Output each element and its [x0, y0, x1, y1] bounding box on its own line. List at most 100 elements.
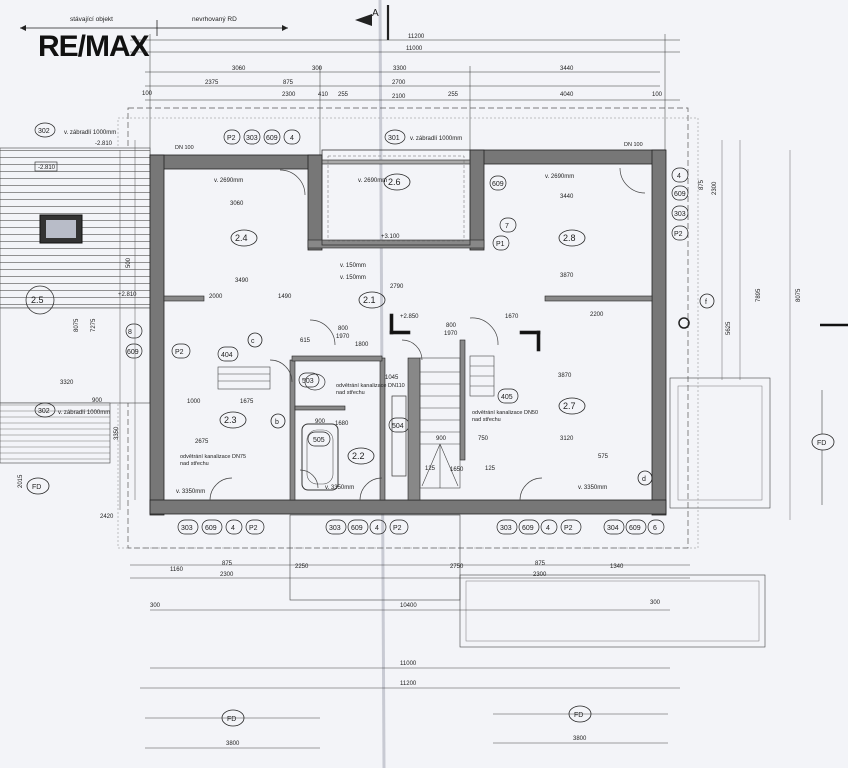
room-tags	[219, 173, 586, 465]
room-2-3-width: 2675	[195, 439, 209, 445]
dim-1670: 1670	[505, 314, 519, 320]
code-4-top: 4	[290, 135, 294, 142]
dim-300: 300	[312, 66, 323, 72]
dim-5625: 5625	[726, 321, 732, 335]
dim-2300-right: 2300	[712, 181, 718, 195]
dim-3800-left: 3800	[226, 741, 240, 747]
bathtub	[301, 423, 339, 491]
dim-11200-bottom: 11200	[400, 681, 417, 687]
dim-575: 575	[598, 454, 609, 460]
dim-100-left: 100	[142, 91, 153, 97]
room-2-3-height: v. 3350mm	[176, 489, 205, 495]
code-504: 504	[392, 423, 404, 430]
fd-bottom-left: FD	[227, 716, 236, 723]
bottom-304: 304	[607, 525, 619, 532]
bottom-p2-a: P2	[249, 525, 258, 532]
skylight-glass	[46, 220, 76, 238]
dim-3300: 3300	[393, 66, 407, 72]
dim-410: 410	[318, 92, 329, 98]
code-303-top: 303	[246, 135, 258, 142]
dim-top-11200: 11200	[408, 34, 425, 40]
room-2-3: 2.3	[224, 415, 237, 425]
code-609-left: 609	[127, 349, 139, 356]
room-2-4: 2.4	[235, 233, 248, 243]
dim-125-a: 125	[425, 466, 436, 472]
dim-10400: 10400	[400, 603, 417, 609]
code-p2-top: P2	[227, 135, 236, 142]
code-609-inner: 609	[492, 181, 504, 188]
marker-d: d	[642, 476, 646, 483]
level-box-left	[34, 161, 58, 172]
dim-8075-right: 8075	[796, 288, 802, 302]
bottom-303-a: 303	[181, 525, 193, 532]
dim-2700: 2700	[392, 80, 406, 86]
dim-2750: 2750	[450, 564, 464, 570]
top-dimension-lines	[130, 34, 680, 160]
room-2-5-label: 2.5	[31, 295, 44, 305]
dim-1970-a: 1970	[336, 334, 350, 340]
dim-3440: 3440	[560, 66, 574, 72]
code-609-right: 609	[674, 191, 686, 198]
dim-2300: 2300	[282, 92, 296, 98]
bottom-dimension-lines	[130, 564, 690, 749]
code-7: 7	[505, 223, 509, 230]
fd-left: FD	[32, 484, 41, 491]
dim-8075-left: 8075	[74, 318, 80, 332]
dim-1490: 1490	[278, 294, 292, 300]
bottom-4-b: 4	[375, 525, 379, 532]
dim-1000: 1000	[187, 399, 201, 405]
dim-2375: 2375	[205, 80, 219, 86]
fd-markers	[26, 433, 835, 727]
fd-bottom-right: FD	[574, 712, 583, 719]
dim-815: 615	[300, 338, 311, 344]
dim-3350-left: 3350	[114, 426, 120, 440]
dim-2300-bottom-b: 2300	[533, 572, 547, 578]
room-2-8: 2.8	[563, 233, 576, 243]
note-railing-left: v. zábradlí 1000mm	[58, 410, 110, 416]
room-2-6: 2.6	[388, 177, 401, 187]
dim-1650: 1650	[450, 467, 464, 473]
code-p2-left: P2	[175, 349, 184, 356]
dim-3800-right: 3800	[573, 736, 587, 742]
dim-255-a: 255	[338, 92, 349, 98]
note-railing-top-left: v. zábradlí 1000mm	[64, 130, 116, 136]
note-drain-2b: nad střechu	[180, 461, 209, 467]
staircase	[217, 355, 495, 489]
bottom-609-a: 609	[205, 525, 217, 532]
dim-3060: 3060	[232, 66, 246, 72]
room-2-1-note1: v. 150mm	[340, 263, 366, 269]
dim-100-right: 100	[652, 92, 663, 98]
bottom-4-c: 4	[546, 525, 550, 532]
room-tag-2-5	[25, 285, 55, 315]
dim-300-bottom: 300	[150, 603, 161, 609]
level-2810: +2.810	[118, 292, 137, 298]
room-2-1: 2.1	[363, 295, 376, 305]
room-2-2-height: v. 3350mm	[325, 485, 354, 491]
section-arrow	[355, 14, 372, 26]
note-railing-top-right: v. zábradlí 1000mm	[410, 136, 462, 142]
exterior-walls	[149, 149, 667, 516]
note-drain-1a: odvětrání kanalizace DN110	[336, 383, 405, 389]
dim-1800: 1800	[355, 342, 369, 348]
dim-875-bottom-b: 875	[535, 561, 546, 567]
bottom-609-c: 609	[522, 525, 534, 532]
code-8: 8	[128, 329, 132, 336]
room-2-7-width: 3120	[560, 436, 574, 442]
remax-logo: RE/MAX	[38, 30, 150, 63]
bottom-303-c: 303	[500, 525, 512, 532]
dim-1680: 1680	[335, 421, 349, 427]
balcony-2-6	[321, 149, 471, 246]
bottom-609-b: 609	[351, 525, 363, 532]
room-2-4-area: 3490	[235, 278, 249, 284]
front-terrace	[289, 514, 461, 601]
right-terrace	[669, 377, 771, 509]
interior-walls	[163, 159, 653, 501]
bottom-6: 6	[653, 525, 657, 532]
dim-2100: 2100	[392, 94, 406, 100]
dn100-left: DN 100	[175, 145, 194, 151]
room-2-8-height: v. 2690mm	[545, 174, 574, 180]
room-2-8-depth: 3870	[560, 273, 574, 279]
room-2-4-height: v. 2690mm	[214, 178, 243, 184]
